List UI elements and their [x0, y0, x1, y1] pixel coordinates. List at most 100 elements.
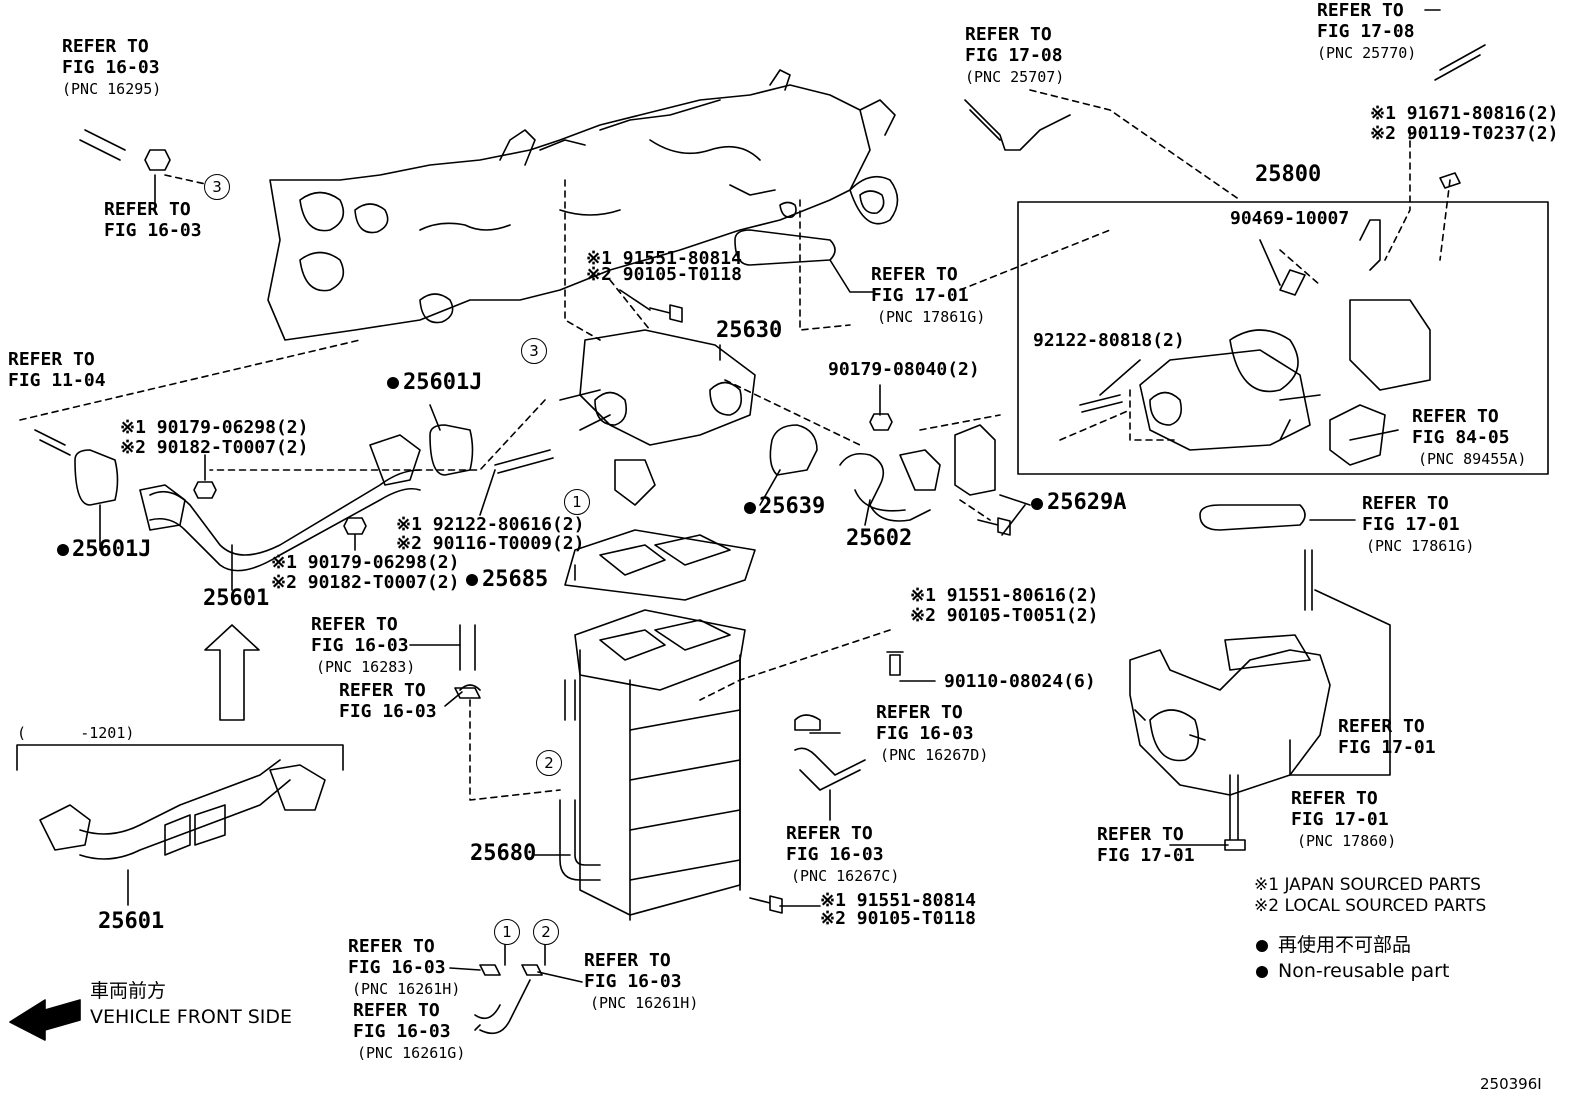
refer-r2-line1: REFER TO — [104, 199, 191, 220]
egr-cooler-25680-drawing — [559, 609, 746, 921]
gasket-25685 — [564, 529, 756, 601]
refer-r15-line2: FIG 17-01 — [1097, 845, 1195, 866]
stud-92122-80818 — [1079, 394, 1123, 413]
part-90179-06298-b: ※1 90179-06298(2) — [271, 552, 460, 573]
refer-r11-pnc: (PNC 16267D) — [880, 746, 989, 764]
part-90105-T0118-b: ※2 90105-T0118 — [820, 908, 976, 929]
refer-r10-line1: REFER TO — [339, 680, 426, 701]
refer-r16-pnc: (PNC 16261H) — [352, 980, 461, 998]
callout-1-bottom: 1 — [494, 919, 520, 945]
refer-r17-line1: REFER TO — [353, 1000, 440, 1021]
gasket-17861G-top — [734, 229, 836, 266]
stud-rh — [1304, 549, 1313, 611]
part-90116-T0009: ※2 90116-T0009(2) — [396, 533, 585, 554]
callout-1-mid: 1 — [564, 489, 590, 515]
refer-r5-line2: FIG 17-08 — [1317, 21, 1415, 42]
refer-r7-pnc: (PNC 89455A) — [1418, 450, 1527, 468]
part-90179-06298-a: ※1 90179-06298(2) — [120, 417, 309, 438]
nut-90179-b — [343, 517, 367, 535]
refer-r8-line2: FIG 17-01 — [1362, 514, 1460, 535]
stud-92122-80616 — [494, 449, 554, 474]
callout-2-bottom: 2 — [533, 919, 559, 945]
refer-r7-line2: FIG 84-05 — [1412, 427, 1510, 448]
part-90182-T0007-a: ※2 90182-T0007(2) — [120, 437, 309, 458]
refer-r18-pnc: (PNC 16261H) — [590, 994, 699, 1012]
version-range: ( -1201) — [17, 724, 135, 742]
refer-r18-line1: REFER TO — [584, 950, 671, 971]
refer-r7-line1: REFER TO — [1412, 406, 1499, 427]
version-bracket — [16, 744, 344, 771]
exhaust-pipe-25601-lower — [39, 759, 326, 860]
dot-icon-legend-en — [1256, 966, 1268, 978]
refer-r6-pnc: (PNC 17861G) — [877, 308, 986, 326]
refer-r5-line1: REFER TO — [1317, 0, 1404, 21]
pipe-25770 — [1434, 44, 1486, 81]
refer-r14-line2: FIG 17-01 — [1291, 809, 1389, 830]
callout-3-mid: 3 — [521, 338, 547, 364]
part-92122-80818: 92122-80818(2) — [1033, 330, 1185, 351]
legend-japan: ※1 JAPAN SOURCED PARTS — [1254, 875, 1481, 895]
hose-16283 — [459, 624, 481, 691]
front-label-jp: 車両前方 — [90, 980, 167, 1002]
part-92122-80616: ※1 92122-80616(2) — [396, 514, 585, 535]
part-91551-80616: ※1 91551-80616(2) — [910, 585, 1099, 606]
callout-3-top: 3 — [204, 174, 230, 200]
refer-r3-line2: FIG 11-04 — [8, 370, 106, 391]
refer-r18-line2: FIG 16-03 — [584, 971, 682, 992]
part-25601J-lower: 25601J — [72, 537, 152, 562]
refer-r15-line1: REFER TO — [1097, 824, 1184, 845]
refer-r12-pnc: (PNC 16267C) — [791, 867, 900, 885]
nonreusable-dots — [57, 377, 1268, 978]
pipe-25602 — [839, 452, 931, 522]
dot-icon-legend-jp — [1256, 940, 1268, 952]
refer-r4-line1: REFER TO — [965, 24, 1052, 45]
part-25639: 25639 — [759, 494, 826, 519]
part-90105-T0051: ※2 90105-T0051(2) — [910, 605, 1099, 626]
refer-r12-line1: REFER TO — [786, 823, 873, 844]
part-25630: 25630 — [716, 318, 783, 343]
refer-r8-line1: REFER TO — [1362, 493, 1449, 514]
bolt-91551-lower — [749, 895, 783, 914]
dot-icon-25629A — [1031, 498, 1043, 510]
refer-r5-pnc: (PNC 25770) — [1317, 44, 1417, 62]
hose-16261G — [474, 979, 531, 1035]
refer-r4-pnc: (PNC 25707) — [965, 68, 1065, 86]
refer-r2-line2: FIG 16-03 — [104, 220, 202, 241]
leader-17-01 — [1289, 589, 1391, 776]
intake-manifold-drawing — [267, 69, 899, 341]
refer-r16-line1: REFER TO — [348, 936, 435, 957]
part-25601J-upper: 25601J — [403, 370, 483, 395]
legend-nonreuse-en: Non-reusable part — [1278, 960, 1450, 982]
sensor-89455A — [1329, 404, 1386, 466]
stud-left — [34, 429, 71, 456]
front-arrow-icon — [9, 999, 81, 1041]
dot-icon-25639 — [744, 502, 756, 514]
egr-assembly-box — [1017, 201, 1549, 475]
hose-16267 — [794, 714, 866, 791]
refer-r13-line2: FIG 17-01 — [1338, 737, 1436, 758]
part-91671-80816: ※1 91671-80816(2) — [1370, 103, 1559, 124]
bolt-90110 — [886, 651, 904, 676]
refer-r14-line1: REFER TO — [1291, 788, 1378, 809]
part-90182-T0007-b: ※2 90182-T0007(2) — [271, 572, 460, 593]
refer-r9-line1: REFER TO — [311, 614, 398, 635]
refer-r9-pnc: (PNC 16283) — [316, 658, 416, 676]
refer-r16-line2: FIG 16-03 — [348, 957, 446, 978]
up-arrow — [204, 624, 260, 721]
gasket-25601J-lower — [74, 449, 119, 506]
part-25602: 25602 — [846, 526, 913, 551]
exhaust-pipe-25601-upper — [139, 434, 421, 572]
refer-r1-line2: FIG 16-03 — [62, 57, 160, 78]
part-90110-08024: 90110-08024(6) — [944, 671, 1096, 692]
refer-r1-pnc: (PNC 16295) — [62, 80, 162, 98]
clamp-16-03 — [144, 149, 171, 171]
dot-icon-25685 — [466, 574, 478, 586]
bolt-91551-80814 — [649, 304, 683, 323]
refer-r4-line2: FIG 17-08 — [965, 45, 1063, 66]
refer-r6-line2: FIG 17-01 — [871, 285, 969, 306]
refer-r8-pnc: (PNC 17861G) — [1366, 537, 1475, 555]
clamps-16261H — [479, 964, 543, 976]
legend-local: ※2 LOCAL SOURCED PARTS — [1254, 896, 1487, 916]
gasket-17861G-right — [1199, 504, 1306, 531]
